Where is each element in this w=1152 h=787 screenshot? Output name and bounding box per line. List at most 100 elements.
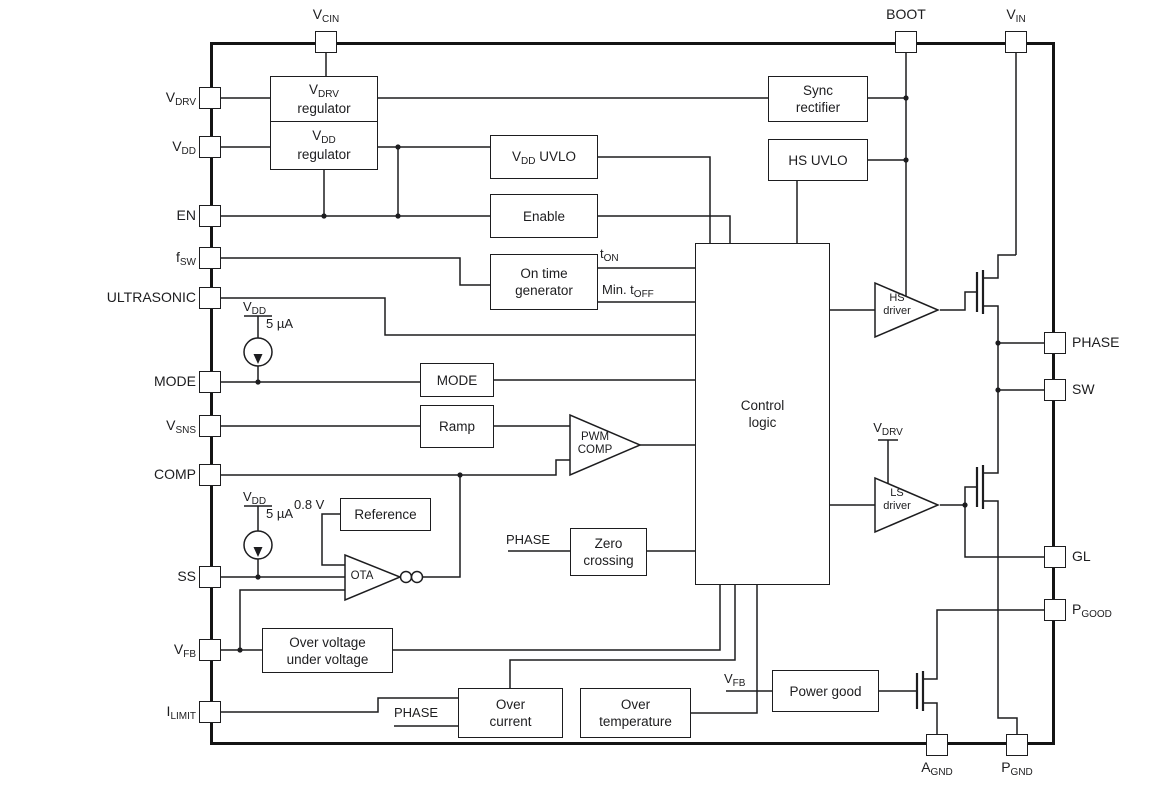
vdrv-ls-driver-label: VDRV [868, 421, 908, 438]
text: A [921, 759, 931, 775]
pin-fsw [199, 247, 221, 269]
text: V [512, 148, 522, 164]
text-sub: GND [930, 767, 953, 778]
ota-triangle [344, 553, 402, 602]
text: BOOT [886, 6, 926, 22]
text: V [724, 671, 733, 686]
vdd-regulator-block: VDD regulator [270, 120, 378, 170]
pin-label-vsns: VSNS [40, 417, 196, 436]
text-sub: DD [251, 496, 267, 507]
text: V [173, 641, 184, 657]
pin-label-ilimit: ILIMIT [40, 703, 196, 722]
zero-crossing-line2: crossing [583, 553, 634, 568]
pin-vcin [315, 31, 337, 53]
hs-uvlo-block: HS UVLO [768, 139, 868, 181]
wire-hs-drain [983, 254, 1016, 279]
text: UVLO [535, 148, 576, 164]
text-sub: LIMIT [170, 711, 196, 722]
wire-pgoodfet-source [923, 702, 938, 734]
over-current-block: Over current [458, 688, 563, 738]
text: Min. t [602, 282, 634, 297]
over-temperature-block: Over temperature [580, 688, 691, 738]
junction-dot [255, 379, 261, 385]
min-toff-label: Min. tOFF [602, 283, 654, 300]
reference-block: Reference [340, 498, 431, 531]
wire-overcurrent-out [509, 585, 736, 688]
wire-gl [964, 505, 1044, 558]
sync-rectifier-line1: Sync [802, 83, 833, 98]
text: V [243, 299, 252, 314]
text: V [166, 417, 176, 433]
text: f [176, 249, 180, 265]
ls-driver-line1: LS [890, 487, 904, 499]
wire-pgoodfet-drain [923, 609, 1044, 680]
vdrv-regulator-line1: VDRV [309, 81, 339, 100]
wire-ota-out [423, 475, 461, 578]
pwm-comp-label: PWM COMP [571, 431, 619, 457]
hs-driver-label: HS driver [876, 292, 918, 318]
current-source-2-leads [244, 505, 272, 577]
ota-output-circle-2 [410, 570, 424, 584]
pin-label-pgnd: PGND [987, 759, 1047, 778]
vdd-uvlo-block: VDD UVLO [490, 135, 598, 179]
text: EN [176, 207, 196, 223]
junction-dot [903, 157, 909, 163]
pin-label-phase: PHASE [1072, 334, 1119, 353]
pin-label-vcin: VCIN [296, 6, 356, 25]
vdd-regulator-line2: regulator [297, 147, 351, 163]
wire-vdduvlo-out [598, 156, 711, 243]
phase-zero-crossing-label: PHASE [506, 532, 551, 547]
ton-label: tON [600, 247, 619, 264]
enable-label: Enable [522, 208, 566, 224]
mode-block: MODE [420, 363, 494, 397]
text: V [172, 138, 182, 154]
text: V [309, 82, 319, 97]
pin-pgnd [1006, 734, 1028, 756]
power-good-label: Power good [789, 683, 862, 699]
hs-uvlo-label: HS UVLO [788, 152, 848, 168]
text-sub: GOOD [1081, 609, 1112, 620]
vdrv-regulator-block: VDRV regulator [270, 76, 378, 122]
zero-crossing-line1: Zero [594, 536, 623, 551]
vdd-uvlo-label: VDD UVLO [512, 148, 576, 167]
text: ULTRASONIC [106, 289, 196, 305]
pin-mode [199, 371, 221, 393]
vdd-regulator-line1: VDD [312, 127, 335, 146]
text: P [1001, 759, 1011, 775]
wire-ls-gate [940, 486, 977, 506]
text-sub: DD [181, 146, 196, 157]
text-sub: DRV [318, 89, 339, 100]
pin-label-ss: SS [40, 568, 196, 587]
text: V [312, 128, 322, 144]
text: V [243, 489, 252, 504]
pwm-comp-triangle [569, 413, 642, 477]
pwm-comp-line1: PWM [580, 431, 610, 443]
pin-label-comp: COMP [40, 466, 196, 485]
text: V [165, 89, 176, 105]
text: I [166, 703, 171, 719]
text-sub: FB [732, 678, 746, 689]
junction-dot [395, 213, 401, 219]
text: t [600, 246, 604, 261]
phase-over-current-label: PHASE [394, 705, 439, 720]
junction-dot [457, 472, 463, 478]
pin-label-en: EN [40, 207, 196, 226]
text: V [1006, 6, 1016, 22]
pin-en [199, 205, 221, 227]
ota-label: OTA [346, 570, 378, 583]
ramp-label: Ramp [438, 419, 475, 434]
text-sub: ON [603, 253, 619, 264]
pin-pgood [1044, 599, 1066, 621]
vref-label: 0.8 V [294, 497, 325, 512]
text-sub: DD [251, 306, 267, 317]
ls-driver-triangle [874, 476, 940, 534]
wire-fsw [221, 257, 490, 286]
over-current-line2: current [489, 714, 532, 729]
hs-driver-line1: HS [889, 292, 905, 304]
wire-ovuv-out [393, 585, 721, 651]
zero-crossing-block: Zero crossing [570, 528, 647, 576]
pin-boot [895, 31, 917, 53]
sync-rectifier-line2: rectifier [795, 100, 841, 115]
